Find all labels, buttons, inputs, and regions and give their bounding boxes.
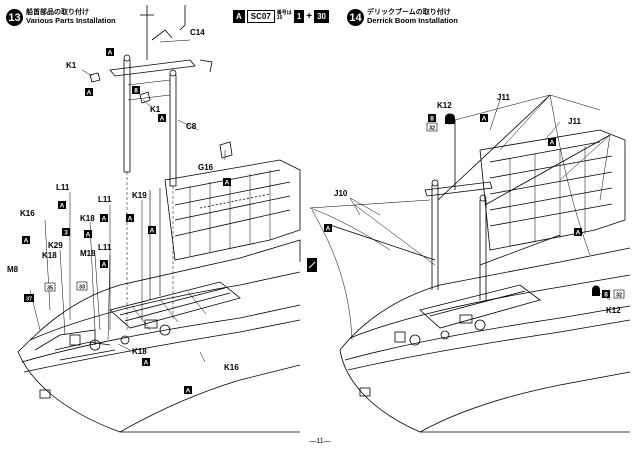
part-j11b-label: J11: [568, 117, 581, 126]
part-k19-label: K19: [132, 191, 147, 200]
tag-n32-right: 32: [426, 122, 438, 131]
tag-n8: 8: [132, 86, 140, 95]
tag-n8-right-2: 8: [602, 290, 610, 299]
tag-n3: 3: [62, 228, 70, 237]
svg-text:8: 8: [604, 292, 608, 299]
part-k18a-label: K18: [80, 214, 95, 223]
paint-code-number: SC07: [246, 9, 275, 23]
part-k18b-label: K18: [42, 251, 57, 260]
part-k12b-label: K12: [606, 306, 621, 315]
part-labels-left: C14 K1 K1 C8 G16 L11 L11 K19 K16 K18 K29…: [7, 28, 239, 372]
svg-text:35: 35: [47, 285, 53, 291]
page-number: —11—: [309, 438, 331, 445]
paint-tags-left: 8 3 33 35 37: [22, 48, 231, 395]
part-l11b-label: L11: [98, 195, 112, 204]
tag-n32-right-2: 32: [613, 289, 625, 298]
k12-part-icon-2: [592, 285, 600, 296]
paint-qty-a: 1: [293, 9, 305, 23]
paint-note: 番号は 10: [276, 10, 292, 21]
part-k1a-label: K1: [66, 61, 77, 70]
step-13-number: 13: [6, 9, 23, 26]
part-m18-label: M18: [80, 249, 96, 258]
tag-n8-right: 8: [428, 114, 436, 123]
part-k12a-label: K12: [437, 101, 452, 110]
part-c8-label: C8: [186, 122, 197, 131]
svg-text:32: 32: [616, 292, 622, 298]
step-14-title-en: Derrick Boom Installation: [367, 16, 458, 25]
paint-qty-b: 30: [314, 9, 330, 23]
part-k18c-label: K18: [132, 347, 147, 356]
part-j11a-label: J11: [497, 93, 510, 102]
step-13-title-ja: 船首部品の取り付け: [26, 9, 89, 16]
paint-tags-right: 8 32 8 32: [307, 113, 625, 299]
leader-lines-left: [29, 39, 226, 363]
part-c14-label: C14: [190, 28, 205, 37]
part-l11a-label: L11: [56, 183, 70, 192]
part-m8-label: M8: [7, 265, 19, 274]
tag-n37: 37: [24, 294, 34, 302]
part-g16-label: G16: [198, 163, 214, 172]
paint-plus: +: [306, 10, 313, 22]
k12-part-icon: [445, 113, 455, 124]
step-14-number: 14: [347, 9, 364, 26]
rigging-right: [309, 94, 611, 341]
paint-code-letter: A: [233, 9, 245, 23]
svg-text:3: 3: [64, 230, 68, 237]
hull-right: [329, 94, 631, 433]
svg-text:37: 37: [26, 296, 32, 302]
part-k29-label: K29: [48, 241, 63, 250]
mast-left: [89, 5, 233, 330]
part-labels-right: K12 J11 J11 J10 K12: [334, 93, 621, 315]
svg-text:8: 8: [134, 88, 138, 95]
tag-n35: 35: [44, 282, 56, 291]
svg-text:33: 33: [79, 284, 85, 290]
step-14-title: デリックブームの取り付け Derrick Boom Installation: [367, 9, 458, 25]
step-14-title-ja: デリックブームの取り付け: [367, 9, 451, 16]
part-j10-label: J10: [334, 189, 348, 198]
paint-code-bar: A SC07 番号は 10 1 + 30: [233, 9, 330, 23]
tag-n33: 33: [76, 281, 88, 290]
step-13-title: 船首部品の取り付け Various Parts Installation: [26, 9, 116, 25]
part-k1b-label: K1: [150, 105, 161, 114]
hull-left: [17, 159, 301, 433]
part-k16a-label: K16: [20, 209, 35, 218]
part-l11c-label: L11: [98, 243, 112, 252]
svg-text:32: 32: [429, 125, 435, 131]
part-k16b-label: K16: [224, 363, 239, 372]
svg-text:8: 8: [430, 116, 434, 123]
step-13-title-en: Various Parts Installation: [26, 16, 116, 25]
